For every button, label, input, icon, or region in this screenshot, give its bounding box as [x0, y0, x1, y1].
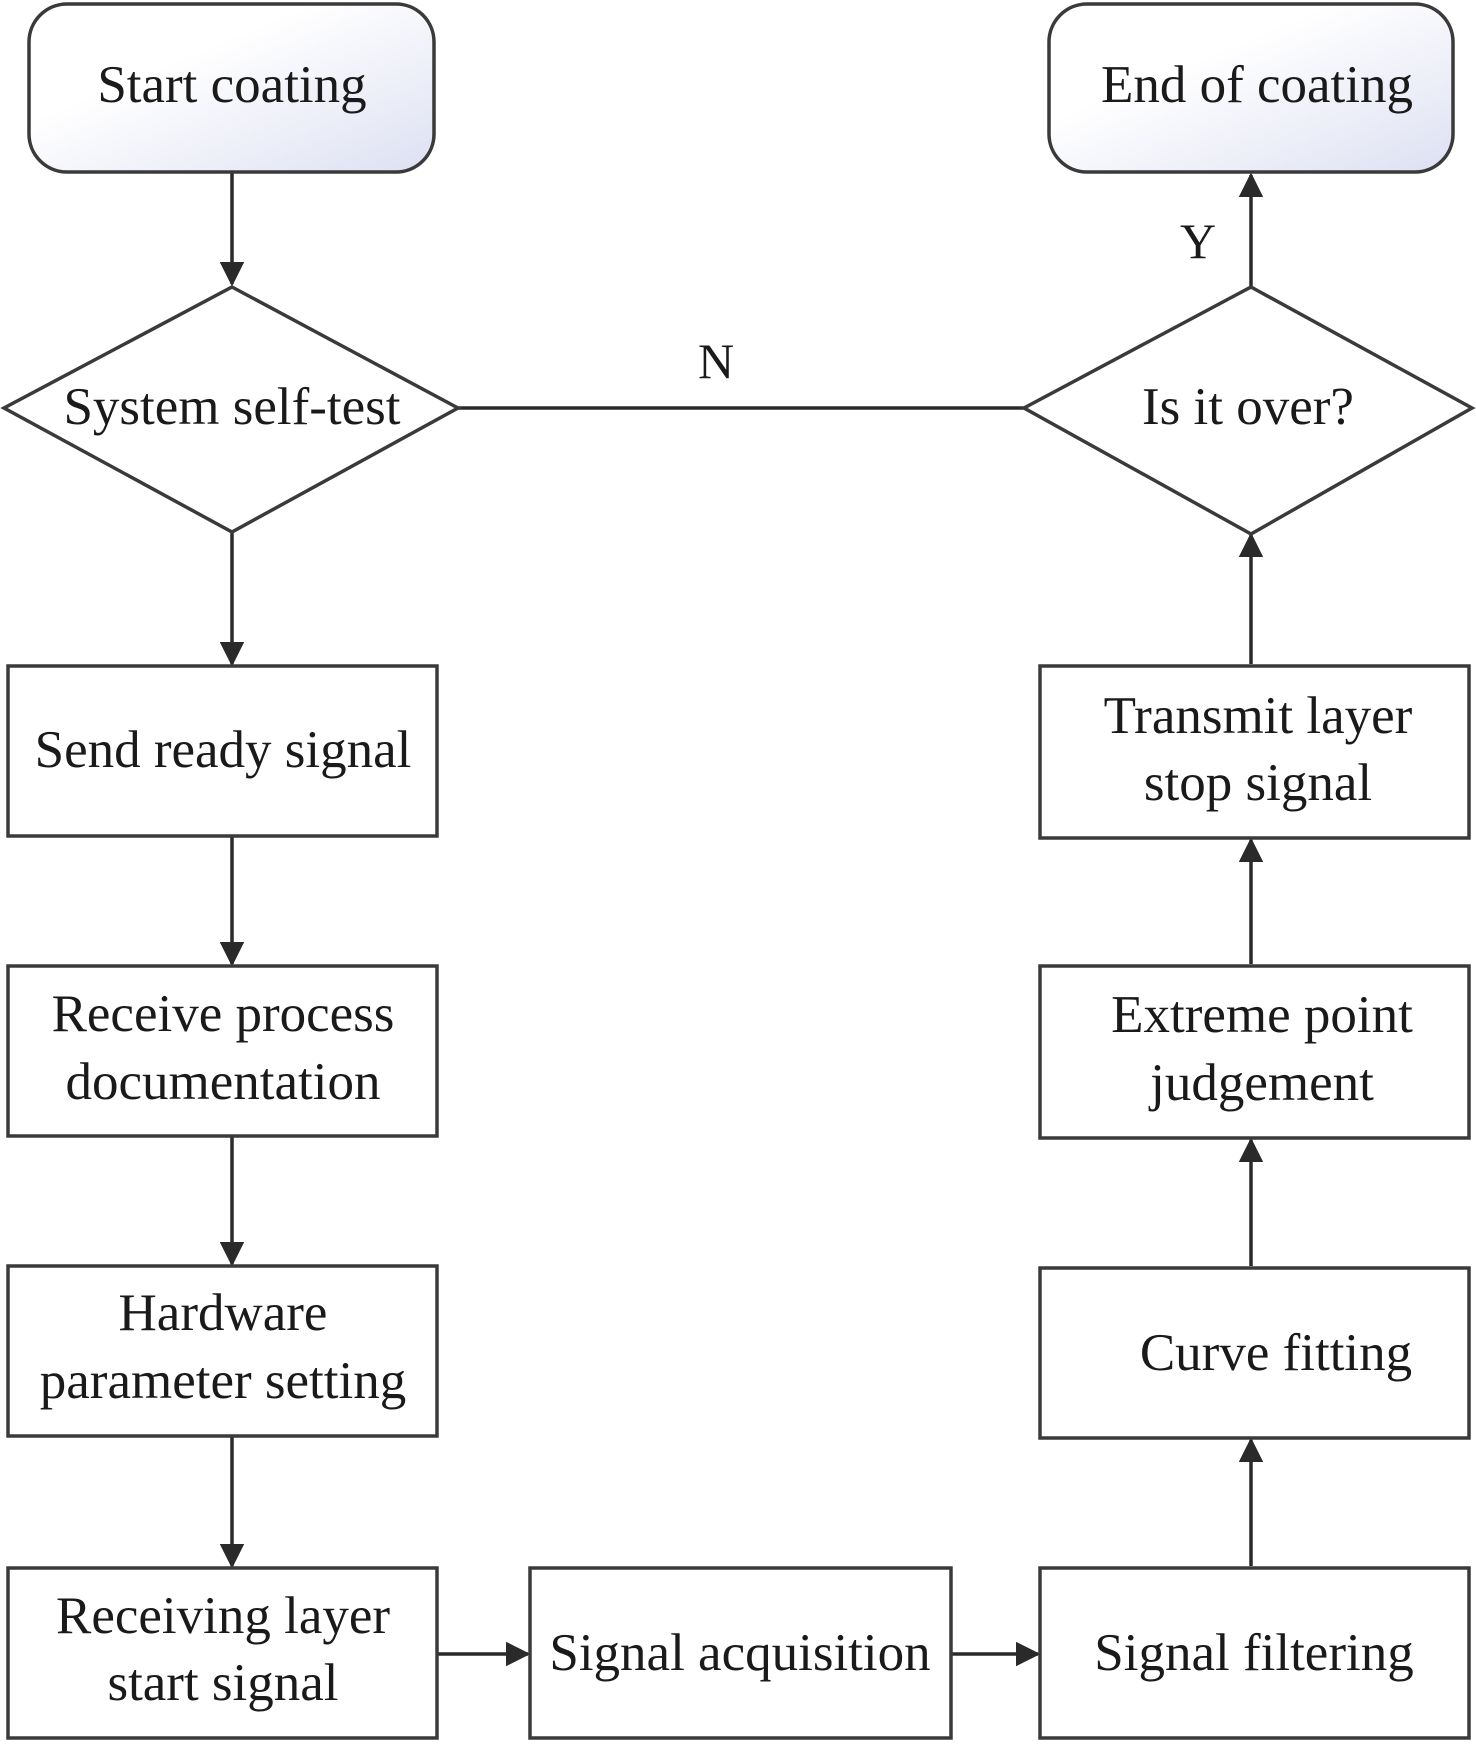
- acquisition-label: Signal acquisition: [549, 1624, 930, 1682]
- start-terminal: Start coating: [27, 2, 436, 174]
- extreme-box: Extreme point judgement: [1038, 964, 1471, 1140]
- receiving-layer-label-line-1: Receiving layer: [56, 1587, 390, 1645]
- receiving-layer-label-line-2: start signal: [107, 1654, 338, 1712]
- filtering-box: Signal filtering: [1038, 1566, 1471, 1740]
- send-ready-box: Send ready signal: [6, 664, 439, 838]
- self-test-label: System self-test: [63, 378, 400, 436]
- transmit-label-line-2: stop signal: [1144, 754, 1372, 812]
- hardware-box: Hardware parameter setting: [6, 1264, 439, 1438]
- send-ready-label: Send ready signal: [35, 721, 412, 779]
- extreme-label-line-1: Extreme point: [1111, 986, 1413, 1044]
- hardware-label-line-2: parameter setting: [40, 1352, 406, 1410]
- curve-label: Curve fitting: [1140, 1324, 1412, 1382]
- self-test-decision: System self-test: [0, 285, 462, 534]
- acquisition-box: Signal acquisition: [528, 1566, 953, 1740]
- start-label: Start coating: [97, 56, 366, 114]
- edge-label-no: N: [698, 333, 734, 389]
- connectors: [219, 172, 1264, 1667]
- receive-docs-label-line-2: documentation: [66, 1053, 381, 1111]
- filtering-label: Signal filtering: [1094, 1624, 1413, 1682]
- edge-label-yes: Y: [1180, 213, 1216, 269]
- end-label: End of coating: [1101, 56, 1413, 114]
- is-over-decision: Is it over?: [1020, 285, 1476, 537]
- hardware-label-line-1: Hardware: [119, 1284, 328, 1342]
- is-over-label: Is it over?: [1142, 378, 1354, 436]
- curve-box: Curve fitting: [1038, 1266, 1471, 1440]
- extreme-label-line-2: judgement: [1148, 1054, 1374, 1112]
- end-terminal: End of coating: [1047, 2, 1455, 174]
- transmit-label-line-1: Transmit layer: [1104, 687, 1413, 745]
- receiving-layer-box: Receiving layer start signal: [6, 1566, 439, 1740]
- receive-docs-label-line-1: Receive process: [52, 985, 395, 1043]
- receive-docs-box: Receive process documentation: [6, 964, 439, 1138]
- transmit-box: Transmit layer stop signal: [1038, 664, 1471, 840]
